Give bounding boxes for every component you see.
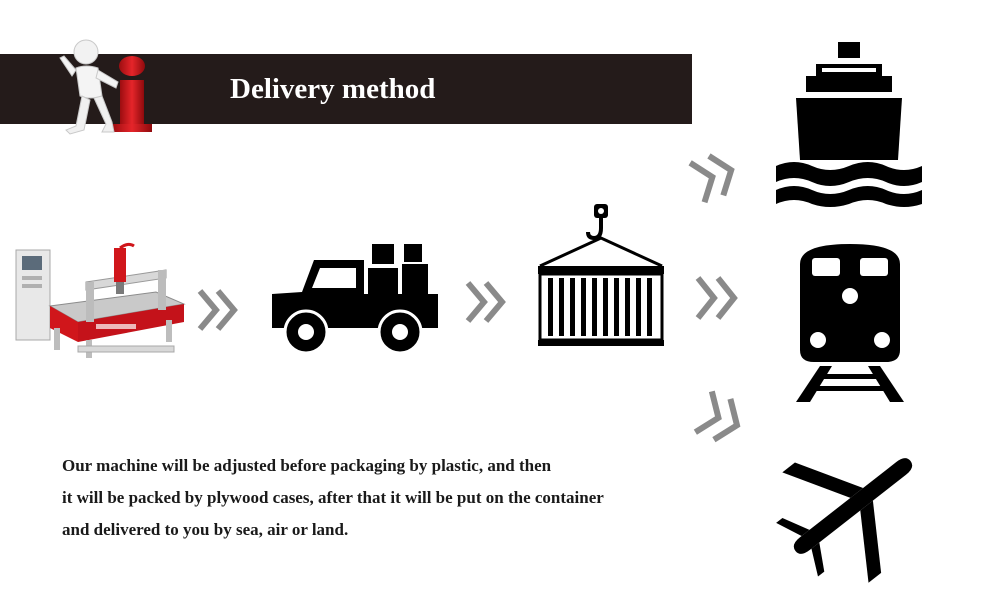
double-chevron-icon [695, 276, 738, 320]
description-line: and delivered to you by sea, air or land… [62, 520, 349, 539]
double-chevron-icon [465, 281, 506, 323]
header-bar [0, 54, 692, 124]
double-chevron-icon [693, 390, 741, 443]
train-icon [796, 244, 904, 402]
info-mascot-icon [59, 39, 152, 135]
description-line: it will be packed by plywood cases, afte… [62, 488, 604, 507]
description-line: Our machine will be adjusted before pack… [62, 456, 552, 475]
double-chevron-icon [197, 289, 238, 331]
airplane-icon [776, 458, 913, 583]
shipping-container-icon [538, 204, 664, 346]
truck-icon [272, 244, 438, 355]
page-title: Delivery method [230, 73, 436, 105]
cnc-machine-icon [15, 242, 186, 358]
ship-icon [776, 42, 922, 207]
double-chevron-icon [688, 153, 735, 204]
description-text: Our machine will be adjusted before pack… [62, 450, 742, 546]
